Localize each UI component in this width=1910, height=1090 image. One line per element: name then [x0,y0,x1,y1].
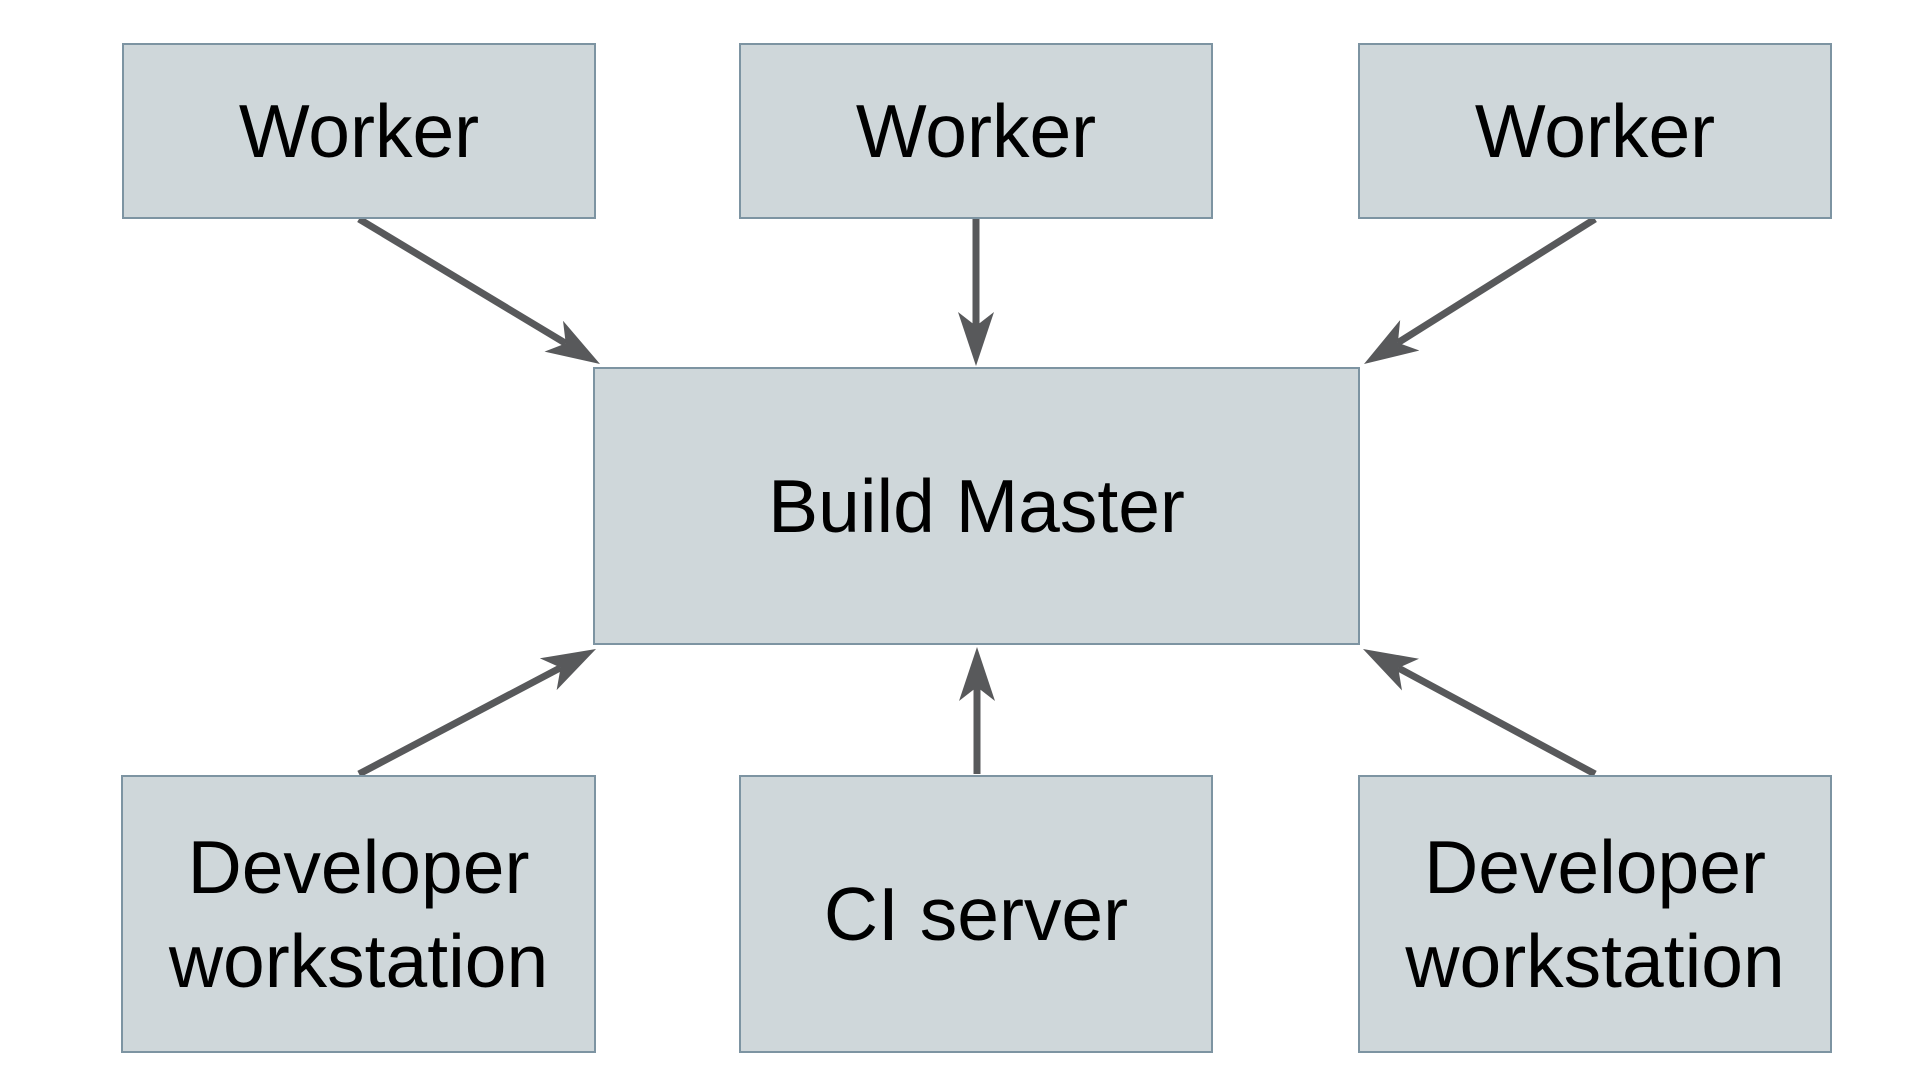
node-label: Worker [1474,88,1716,173]
edge-developer-workstation-right-to-build-master [1363,648,1597,778]
node-label: Worker [238,88,480,173]
edge-developer-workstation-left-to-build-master [357,648,596,778]
node-worker-2: Worker [739,43,1213,219]
node-worker-3: Worker [1358,43,1832,219]
edge-group [357,216,1597,778]
node-developer-workstation-right: Developer workstation [1358,775,1832,1053]
node-developer-workstation-left: Developer workstation [121,775,596,1053]
edge-worker-3-to-build-master [1363,216,1597,364]
node-worker-1: Worker [122,43,596,219]
edge-worker-1-to-build-master [357,216,600,365]
node-label: Developer workstation [168,824,549,1004]
node-label: Developer workstation [1405,824,1785,1004]
node-label: Worker [855,88,1097,173]
node-ci-server: CI server [739,775,1213,1053]
node-label: Build Master [768,463,1185,548]
node-label: CI server [823,871,1129,956]
node-build-master: Build Master [593,367,1360,645]
